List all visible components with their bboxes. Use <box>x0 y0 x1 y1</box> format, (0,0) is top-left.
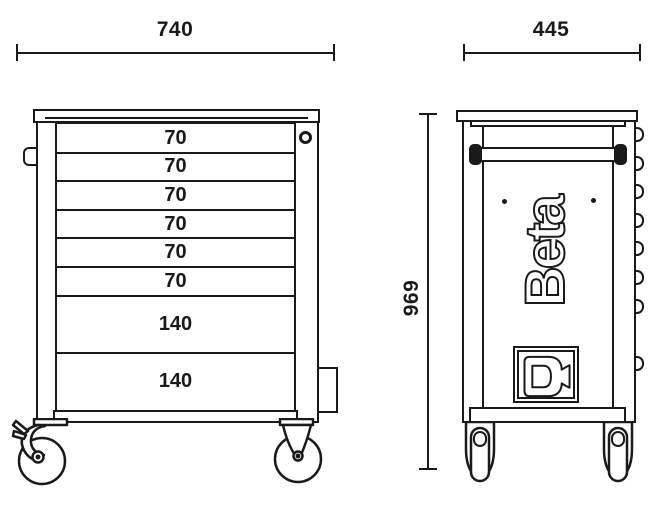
drawer-size-label: 140 <box>158 369 193 392</box>
caster-front-right-icon <box>268 418 328 488</box>
beta-wordmark: Beta <box>512 196 577 307</box>
brake-lever-icon <box>13 431 26 439</box>
height-dimension-line <box>427 114 429 470</box>
right-side-panel <box>294 121 319 423</box>
push-handle-cap <box>614 144 627 165</box>
worktop-lip <box>45 117 308 119</box>
drawer-separator <box>57 180 294 183</box>
caster-side-front-icon <box>462 421 498 487</box>
dimension-tick <box>16 44 18 61</box>
rivet-dot <box>591 198 596 203</box>
drawer-separator <box>57 151 294 154</box>
side-depth-dimension-label: 445 <box>532 18 570 41</box>
worktop <box>33 109 320 123</box>
push-handle-cap <box>469 144 482 165</box>
side-depth-dimension-line <box>463 52 641 54</box>
lock-icon <box>299 131 312 144</box>
dimension-tick <box>333 44 335 61</box>
dimension-tick <box>419 468 437 470</box>
dimension-tick <box>639 44 641 61</box>
beta-logo-inner-frame <box>517 350 575 399</box>
drawer-separator <box>57 237 294 240</box>
drawer-size-label: 70 <box>164 269 187 292</box>
front-width-dimension-line <box>16 52 335 54</box>
drawer-size-label: 70 <box>164 126 187 149</box>
drawer-separator <box>57 208 294 211</box>
caster-front-left-icon <box>10 418 74 488</box>
front-width-dimension-label: 740 <box>156 18 194 41</box>
drawer-separator <box>57 266 294 268</box>
side-panel-inner-edge <box>482 125 484 408</box>
drawer-size-label: 140 <box>158 312 193 335</box>
dimension-tick <box>463 44 465 61</box>
beta-logo-mark-icon <box>519 352 577 401</box>
drawer-size-label: 70 <box>164 241 187 264</box>
brake-lever-icon <box>13 421 28 434</box>
caster-side-rear-icon <box>600 421 636 487</box>
side-bottom-rail <box>469 407 626 423</box>
front-bottom-rail <box>53 410 298 423</box>
side-worktop <box>456 110 638 122</box>
dimension-tick <box>419 113 437 115</box>
push-handle-bar <box>476 147 621 162</box>
side-panel-inner-edge <box>612 125 614 408</box>
drawer-separator <box>57 351 294 354</box>
drawer-size-label: 70 <box>164 155 187 178</box>
drawer-size-label: 70 <box>164 212 187 235</box>
drawer-size-label: 70 <box>164 183 187 206</box>
drawer-separator <box>57 294 294 297</box>
drawer-stack: 70 70 70 70 70 70 140 140 <box>55 122 296 412</box>
beta-logo-box <box>513 346 579 403</box>
rivet-dot <box>502 199 507 204</box>
height-dimension-label: 969 <box>400 279 423 317</box>
